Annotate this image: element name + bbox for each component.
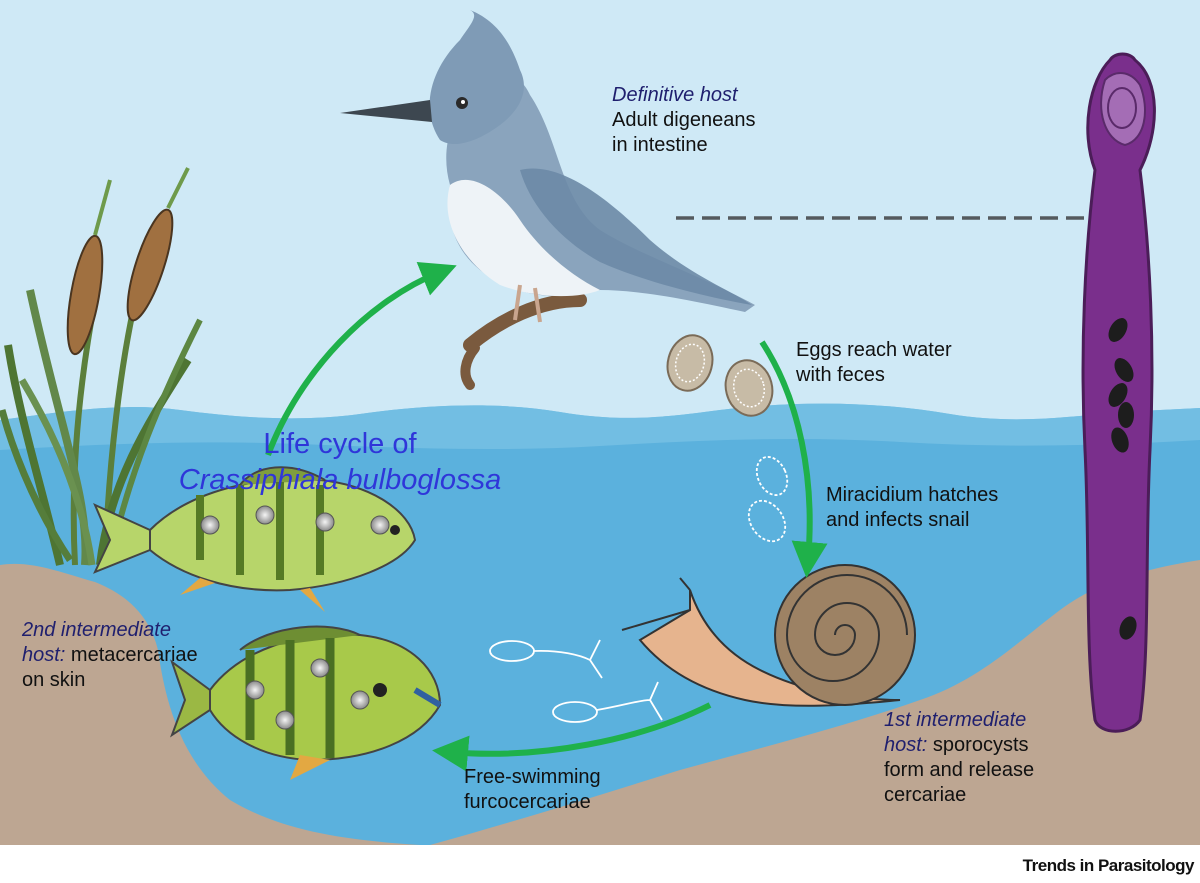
- arrow-fish-to-bird: [265, 261, 457, 457]
- diagram-title: Life cycle of Crassiphiala bulboglossa: [0, 426, 680, 498]
- first-host-line-1: sporocysts: [932, 734, 1029, 756]
- furcocercariae: [489, 639, 663, 723]
- miracidium-label: Miracidium hatches and infects snail: [826, 483, 998, 533]
- definitive-host-heading: Definitive host: [612, 84, 738, 106]
- arrow-bird-to-snail: [759, 340, 828, 578]
- first-host-heading: 1st intermediate: [884, 709, 1027, 731]
- adult-digenean-worm: [1081, 52, 1156, 733]
- kingfisher-bird: [340, 10, 755, 390]
- first-intermediate-host-label: 1st intermediate host: sporocysts form a…: [884, 708, 1034, 808]
- sediment-right: [430, 560, 1200, 845]
- first-host-heading-2: host:: [884, 734, 928, 756]
- sediment-left: [0, 563, 420, 845]
- cercariae-line-2: furcocercariae: [464, 791, 591, 813]
- eggs-line-1: Eggs reach water: [796, 339, 952, 361]
- eggs-line-2: with feces: [796, 364, 885, 386]
- perch-fish: [93, 466, 417, 612]
- miracidia: [747, 456, 789, 543]
- cercariae-line-1: Free-swimming: [464, 766, 601, 788]
- miracidium-line-2: and infects snail: [826, 509, 970, 531]
- first-host-line-3: cercariae: [884, 784, 967, 806]
- cattail-plants: [0, 167, 203, 566]
- second-host-line-1: metacercariae: [70, 644, 198, 666]
- title-species-name: Crassiphiala bulboglossa: [178, 464, 502, 496]
- definitive-host-line-2: in intestine: [612, 134, 708, 156]
- definitive-host-line-1: Adult digeneans: [612, 109, 756, 131]
- parasite-eggs: [666, 334, 774, 417]
- second-intermediate-host-label: 2nd intermediate host: metacercariae on …: [22, 618, 198, 693]
- cercariae-label: Free-swimming furcocercariae: [464, 765, 601, 815]
- second-host-heading-2: host:: [22, 644, 66, 666]
- title-line-1: Life cycle of: [263, 428, 417, 460]
- first-host-line-2: form and release: [884, 759, 1035, 781]
- bluegill-fish: [169, 625, 442, 780]
- snail: [621, 564, 916, 707]
- second-host-heading: 2nd intermediate: [22, 619, 171, 641]
- water-surface: [0, 403, 1200, 450]
- arrow-snail-to-fish: [432, 702, 712, 772]
- miracidium-line-1: Miracidium hatches: [826, 484, 999, 506]
- definitive-host-label: Definitive host Adult digeneans in intes…: [612, 83, 755, 158]
- journal-name: Trends in Parasitology: [1022, 856, 1195, 875]
- second-host-line-2: on skin: [22, 669, 86, 691]
- eggs-label: Eggs reach water with feces: [796, 338, 952, 388]
